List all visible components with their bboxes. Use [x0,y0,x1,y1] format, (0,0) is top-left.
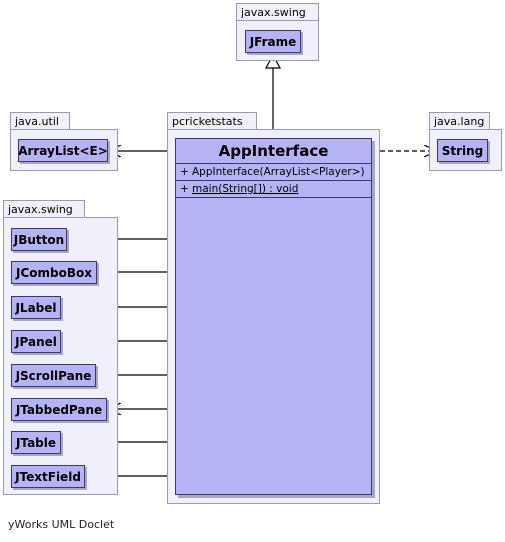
generalization-arrowhead [264,53,282,69]
package-tab-swing-left: javax.swing [3,200,85,218]
method-signature: main(String[]) : void [192,183,299,195]
class-jframe[interactable]: JFrame [245,30,301,53]
class-arraylist[interactable]: ArrayList<E> [18,139,108,162]
package-tab-util: java.util [10,112,70,130]
class-jlabel[interactable]: JLabel [11,296,61,319]
constructor-section: +AppInterface(ArrayList<Player>) [176,164,371,181]
method-visibility: + [180,183,189,195]
method-section: +main(String[]) : void [176,181,371,198]
package-tab-main: pcricketstats [167,112,257,130]
footer-credit: yWorks UML Doclet [8,518,115,531]
package-tab-lang: java.lang [429,112,490,130]
class-jpanel[interactable]: JPanel [11,330,61,353]
package-tab-swing-top: javax.swing [236,3,319,21]
constructor-signature: AppInterface(ArrayList<Player>) [192,166,365,178]
class-appinterface-title: AppInterface [176,139,371,164]
class-jtable[interactable]: JTable [11,431,61,454]
class-jscrollpane[interactable]: JScrollPane [11,364,96,387]
class-jbutton[interactable]: JButton [11,228,67,251]
class-jtextfield[interactable]: JTextField [11,465,85,488]
class-jtabbedpane[interactable]: JTabbedPane [11,398,107,421]
class-string[interactable]: String [437,139,488,162]
class-appinterface[interactable]: AppInterface +AppInterface(ArrayList<Pla… [175,138,372,495]
constructor-visibility: + [180,166,189,178]
class-jcombobox[interactable]: JComboBox [11,261,97,284]
